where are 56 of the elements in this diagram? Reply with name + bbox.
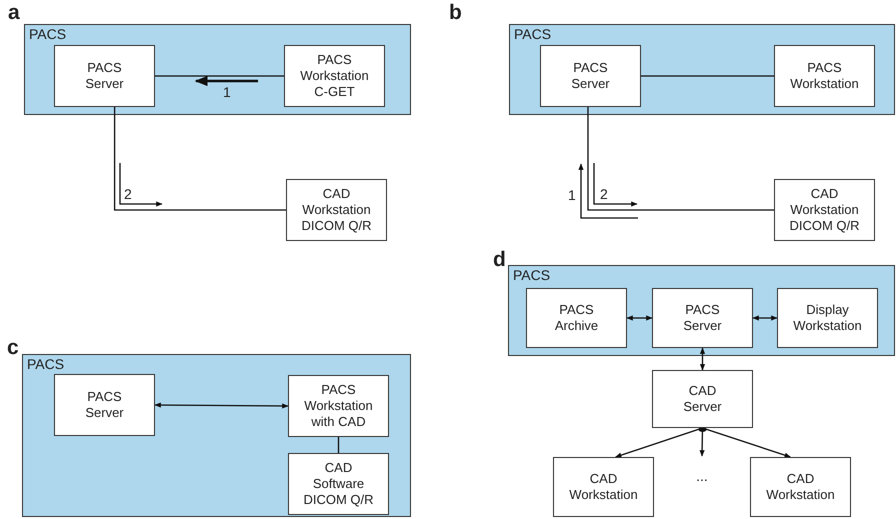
- step-number: 1: [223, 84, 231, 100]
- component-box: [288, 375, 389, 437]
- component-label: CAD Software DICOM Q/R: [302, 460, 375, 508]
- system-container: [24, 24, 411, 115]
- component-label: CAD Workstation DICOM Q/R: [788, 186, 861, 234]
- panel-letter: a: [8, 2, 20, 24]
- panel-letter: d: [493, 249, 506, 271]
- panel-letter: b: [449, 2, 462, 24]
- component-label: PACS Server: [84, 389, 125, 421]
- step-number: 2: [124, 186, 132, 202]
- component-label: CAD Workstation DICOM Q/R: [300, 186, 373, 234]
- component-box: [652, 288, 753, 348]
- container-label: PACS: [27, 356, 64, 372]
- component-box: [526, 288, 627, 348]
- component-label: CAD Workstation: [765, 471, 836, 503]
- component-label: PACS Server: [570, 60, 611, 92]
- component-box: [288, 453, 389, 515]
- component-label: PACS Workstation: [789, 60, 860, 92]
- component-box: [777, 288, 878, 348]
- component-label: CAD Server: [682, 383, 723, 415]
- container-label: PACS: [513, 267, 550, 283]
- container-label: PACS: [514, 26, 552, 42]
- step-number: 2: [600, 186, 608, 202]
- component-box: [54, 45, 155, 107]
- component-box: [774, 179, 875, 241]
- connector: [587, 107, 774, 211]
- system-container: [509, 24, 895, 115]
- system-container: [22, 354, 411, 517]
- connector: [752, 315, 778, 321]
- component-box: [540, 45, 641, 107]
- component-label: PACS Server: [682, 302, 723, 334]
- connector: [155, 75, 284, 77]
- ellipsis-text: ...: [690, 456, 714, 496]
- component-label: PACS Workstation with CAD: [303, 382, 374, 430]
- component-label: PACS Workstation C-GET: [299, 52, 370, 100]
- connector: [641, 75, 774, 77]
- step-number: 1: [568, 187, 576, 203]
- component-label: PACS Archive: [554, 302, 600, 334]
- component-box: [652, 370, 753, 428]
- component-label: PACS Server: [84, 60, 125, 92]
- connector: [700, 347, 706, 371]
- panel-letter: c: [7, 337, 19, 359]
- component-box: [286, 179, 387, 241]
- component-box: [284, 45, 385, 107]
- component-label: CAD Workstation: [568, 471, 639, 503]
- component-box: [750, 457, 851, 517]
- component-box: [54, 374, 155, 436]
- component-label: Display Workstation: [792, 302, 863, 334]
- system-container: [508, 265, 895, 356]
- connector: [114, 107, 286, 211]
- connector: [626, 315, 653, 321]
- connector: [338, 437, 340, 453]
- connector: [154, 402, 289, 409]
- component-box: [553, 457, 654, 517]
- component-box: [774, 45, 875, 107]
- container-label: PACS: [29, 26, 66, 42]
